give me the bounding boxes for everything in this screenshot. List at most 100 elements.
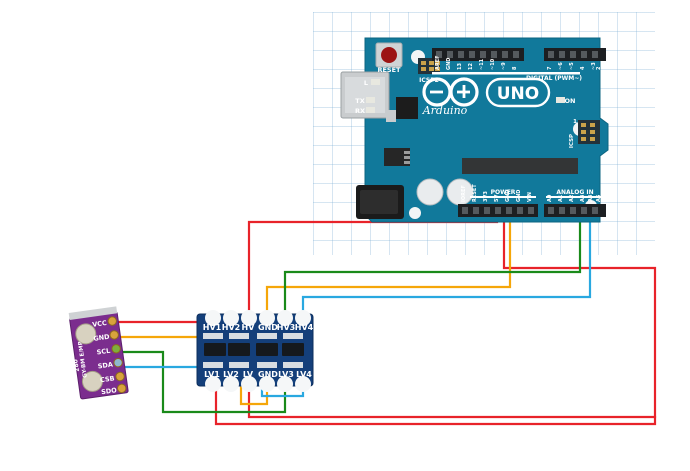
reg-pin-1: [404, 151, 410, 154]
level-shifter-lv-labels: LV1 LV2 LV GND LV3 LV4: [204, 370, 312, 379]
reset-button-cap[interactable]: [381, 47, 397, 63]
led-tx: [366, 97, 375, 103]
led-rx-label: RX: [355, 107, 365, 115]
pin-label: SCL: [96, 347, 111, 357]
pin-label: HV2: [222, 323, 240, 332]
level-shifter-hv-pads[interactable]: [205, 310, 311, 326]
silkscreen-line-analog: [546, 196, 604, 198]
pin-label: ~6: [558, 62, 564, 70]
icsp-pin: [590, 137, 595, 141]
pin-label: HV4: [295, 323, 314, 332]
pin-label: ~5: [569, 62, 575, 70]
pad-csb: [115, 371, 125, 382]
pin-label: HV1: [203, 323, 222, 332]
digital-pin-labels-right: AREF GND 13 12 ~11 ~10 ~9 8: [435, 55, 518, 70]
led-l-label: L: [364, 79, 368, 87]
pad-scl: [111, 344, 121, 354]
pad-lv3: [277, 376, 293, 392]
icsp-pin: [581, 137, 586, 141]
icsp2-pin: [435, 67, 440, 71]
mounting-hole-3: [409, 207, 421, 219]
voltage-regulator: [384, 148, 410, 166]
digital-header-pins: [436, 51, 598, 58]
pin-label: LV1: [204, 370, 220, 379]
bmp280-sensor-can: [75, 323, 97, 345]
wire-gnd-red-lv: [247, 382, 657, 419]
pad-sda: [113, 357, 123, 368]
pin-label: A5: [596, 194, 602, 202]
digital-pin-labels-left: 7 ~6 ~5 4 ~3 2: [547, 62, 602, 70]
pad-lv1: [205, 376, 221, 392]
power-header-label: POWER: [491, 189, 516, 196]
led-on-label: ON: [565, 97, 576, 105]
silkscreen-line-power: [470, 196, 536, 198]
digital-header-label: DIGITAL (PWM~): [526, 75, 582, 82]
led-l: [371, 79, 380, 85]
arduino-infinity-logo: [422, 77, 479, 107]
pin-label: 13: [457, 63, 463, 70]
pin-label: GND: [258, 370, 278, 379]
pin-label: 7: [547, 66, 553, 70]
pin-label: GND: [446, 58, 452, 70]
pad-gnd-lv: [259, 376, 275, 392]
pin-label: 4: [580, 66, 586, 70]
icsp2-pin: [421, 61, 426, 65]
usb-serial-ic: [396, 97, 418, 119]
pin-label: GND: [258, 323, 278, 332]
pad-hv1: [205, 310, 221, 326]
pin-label: RESET: [472, 184, 478, 202]
icsp-pin1-label: 1: [573, 119, 577, 125]
digital-header-right[interactable]: [432, 48, 524, 61]
pin-label: A3: [580, 194, 586, 202]
bmp280-pin-pads[interactable]: [107, 316, 127, 394]
power-pin-labels: IOREF RESET 3V3 5V GND GND VIN: [461, 184, 533, 202]
pad-hv4: [295, 310, 311, 326]
icsp2-pin: [429, 67, 434, 71]
pin-label: HV3: [277, 323, 295, 332]
pin-label: 12: [468, 63, 474, 70]
power-analog-pins: [462, 207, 598, 214]
pin-label: SDO: [101, 386, 118, 396]
led-on: [556, 97, 565, 103]
pin-label: A2: [569, 194, 575, 202]
bmp280-mounting-pad: [81, 370, 103, 392]
wire-sda-blue-hv: [301, 216, 592, 320]
pad-lv4: [295, 376, 311, 392]
pin-label: 3V3: [483, 191, 489, 202]
mosfets: [204, 343, 304, 356]
bmp280-header-strip: [68, 306, 118, 320]
pin-label: A4: [588, 194, 594, 202]
icsp-label: ICSP: [569, 134, 575, 148]
pin-label: VCC: [92, 319, 108, 329]
level-shifter-lv-pads[interactable]: [205, 376, 311, 392]
pin-label: IOREF: [461, 185, 467, 202]
icsp-pin: [581, 130, 586, 134]
wire-scl-green-hv: [283, 216, 582, 320]
atmega328p-ic: [462, 158, 578, 174]
pin-label: ~9: [501, 62, 507, 70]
pin-label: 2: [596, 66, 602, 70]
pin-label: SDA: [97, 360, 113, 370]
pin-label: AREF: [435, 55, 441, 70]
pin-label: A0: [547, 194, 553, 202]
pin-label: GND: [516, 190, 522, 202]
pin-label: GND: [505, 190, 511, 202]
pad-sdo: [117, 383, 127, 394]
capacitor-1: [416, 178, 444, 206]
pad-hv: [241, 310, 257, 326]
icsp2-pin: [435, 61, 440, 65]
analog-header-label: ANALOG IN: [556, 189, 593, 196]
icsp-pin: [581, 123, 586, 127]
pin-label: LV3: [278, 370, 294, 379]
pad-gnd-hv: [259, 310, 275, 326]
arduino-brand-text: Arduino: [422, 104, 468, 117]
pad-lv: [241, 376, 257, 392]
pin-label: GND: [93, 333, 111, 343]
icsp2-label: ICSP2: [419, 77, 439, 84]
resistor-pads: [203, 333, 303, 368]
pin-label: 5V: [494, 195, 500, 202]
pin-label: ~10: [490, 58, 496, 70]
